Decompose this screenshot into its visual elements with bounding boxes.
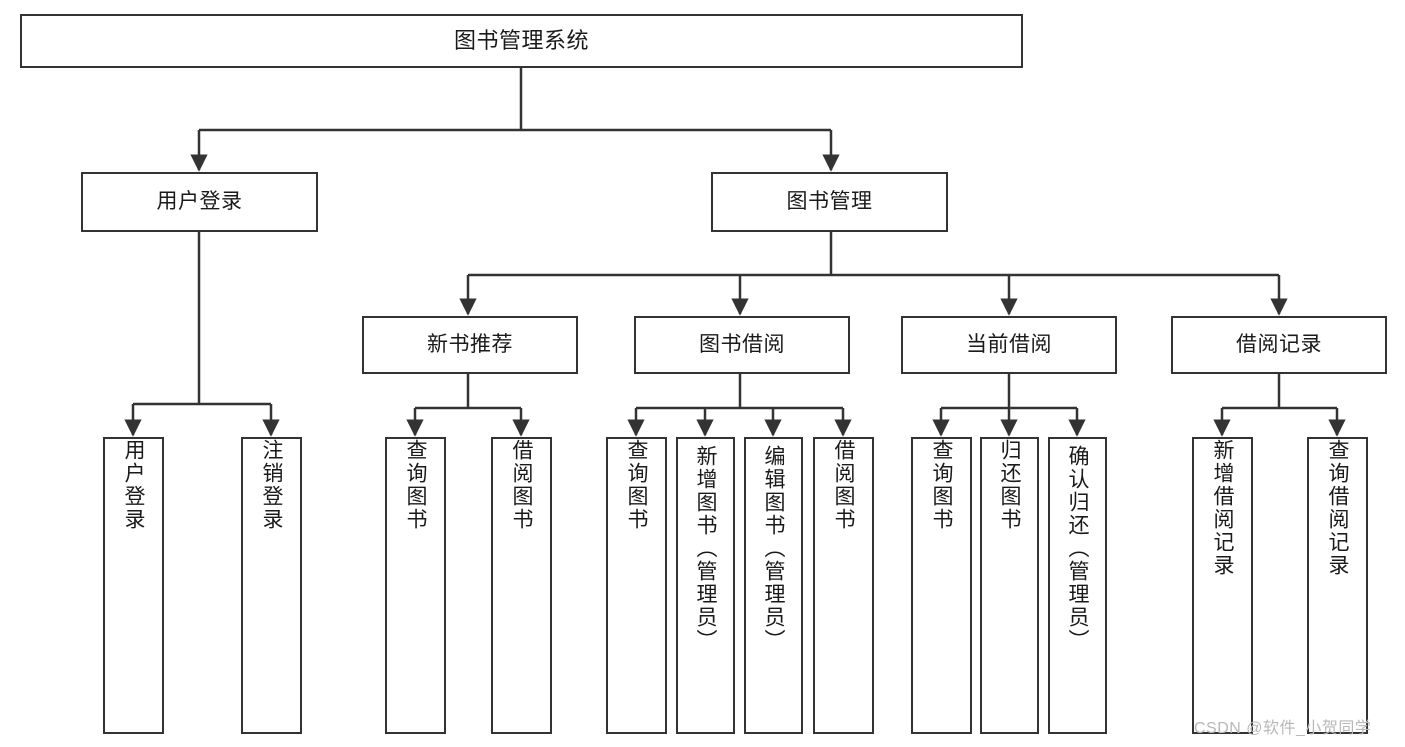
node-label: 查询图书	[930, 439, 953, 531]
node-label: 确认归还（管理员）	[1066, 445, 1089, 652]
node-user-login[interactable]: 用户登录	[81, 172, 318, 232]
node-leaf-logout-login[interactable]: 注销登录	[241, 437, 302, 734]
node-label: 编辑图书（管理员）	[762, 445, 785, 652]
node-leaf-query-book-1[interactable]: 查询图书	[385, 437, 446, 734]
node-leaf-query-record[interactable]: 查询借阅记录	[1307, 437, 1368, 734]
node-label: 借阅图书	[832, 439, 855, 531]
node-leaf-return-book[interactable]: 归还图书	[980, 437, 1039, 734]
node-leaf-confirm-return[interactable]: 确认归还（管理员）	[1048, 437, 1107, 734]
node-label: 图书管理	[786, 189, 873, 213]
node-leaf-add-book[interactable]: 新增图书（管理员）	[676, 437, 735, 734]
node-label: 注销登录	[260, 439, 283, 531]
node-leaf-user-login[interactable]: 用户登录	[103, 437, 164, 734]
node-leaf-query-book-2[interactable]: 查询图书	[606, 437, 667, 734]
node-label: 新增借阅记录	[1211, 439, 1234, 577]
node-label: 查询图书	[404, 439, 427, 531]
node-leaf-add-record[interactable]: 新增借阅记录	[1192, 437, 1253, 734]
node-label: 借阅图书	[510, 439, 533, 531]
node-label: 查询图书	[625, 439, 648, 531]
node-label: 用户登录	[156, 189, 243, 213]
node-leaf-borrow-book-1[interactable]: 借阅图书	[491, 437, 552, 734]
node-label: 当前借阅	[966, 332, 1052, 356]
node-borrow-record[interactable]: 借阅记录	[1171, 316, 1387, 374]
node-label: 查询借阅记录	[1326, 439, 1349, 577]
node-label: 用户登录	[122, 439, 145, 531]
node-label: 归还图书	[998, 439, 1021, 531]
node-label: 图书管理系统	[453, 28, 589, 54]
node-leaf-query-book-3[interactable]: 查询图书	[911, 437, 972, 734]
node-label: 借阅记录	[1236, 332, 1322, 356]
node-current-borrow[interactable]: 当前借阅	[901, 316, 1117, 374]
node-book-borrow[interactable]: 图书借阅	[634, 316, 850, 374]
node-label: 新增图书（管理员）	[694, 445, 717, 652]
node-new-book-recommend[interactable]: 新书推荐	[362, 316, 578, 374]
csdn-watermark: CSDN @软件_小贺同学	[1194, 720, 1372, 737]
node-label: 图书借阅	[699, 332, 785, 356]
node-leaf-borrow-book-2[interactable]: 借阅图书	[813, 437, 874, 734]
node-root-system[interactable]: 图书管理系统	[20, 14, 1023, 68]
node-leaf-edit-book[interactable]: 编辑图书（管理员）	[744, 437, 803, 734]
node-label: 新书推荐	[427, 332, 513, 356]
node-book-manage[interactable]: 图书管理	[711, 172, 948, 232]
